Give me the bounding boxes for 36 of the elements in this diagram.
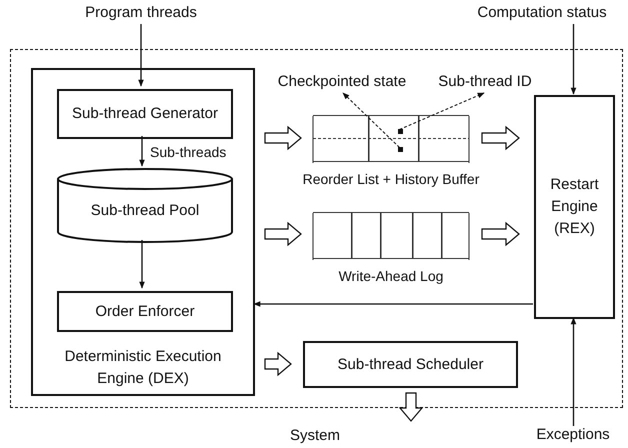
node-label: Write-Ahead Log (338, 267, 444, 285)
block-arrow (398, 392, 424, 422)
block-arrow (264, 222, 302, 246)
process-box (57, 89, 233, 139)
block-arrow (264, 126, 302, 150)
leader-line (342, 92, 400, 148)
leader-line (399, 92, 485, 130)
arrow (139, 240, 145, 289)
node-label: Deterministic Execution Engine (DEX) (64, 347, 222, 389)
arrow (570, 24, 576, 95)
data-point (398, 129, 403, 134)
block-arrow (481, 222, 520, 246)
annotation-label: Checkpointed state (276, 73, 408, 91)
block-arrow (481, 126, 520, 150)
node-label: Reorder List + History Buffer (302, 170, 480, 188)
arrow (570, 317, 576, 426)
engine-box (534, 95, 615, 319)
engine-box (31, 68, 255, 396)
arrow (139, 136, 145, 167)
data-point (398, 147, 403, 152)
system-boundary (10, 49, 623, 408)
node-label: Sub-thread Pool (90, 201, 200, 221)
block-arrow (264, 352, 292, 376)
node-label: Order Enforcer (94, 302, 196, 322)
node-label: Restart Engine (REX) (549, 175, 600, 239)
arrow (253, 301, 533, 307)
node-label: Sub-thread Scheduler (336, 354, 484, 374)
annotation-label: Sub-thread ID (437, 73, 533, 91)
arrow (138, 24, 144, 87)
input-label: Exceptions (535, 426, 611, 444)
input-label: Program threads (84, 4, 198, 22)
input-label: Computation status (476, 4, 608, 22)
node-label: Sub-thread Generator (71, 104, 219, 124)
process-box (303, 341, 518, 388)
process-box (57, 291, 233, 332)
output-label: System (288, 426, 341, 446)
